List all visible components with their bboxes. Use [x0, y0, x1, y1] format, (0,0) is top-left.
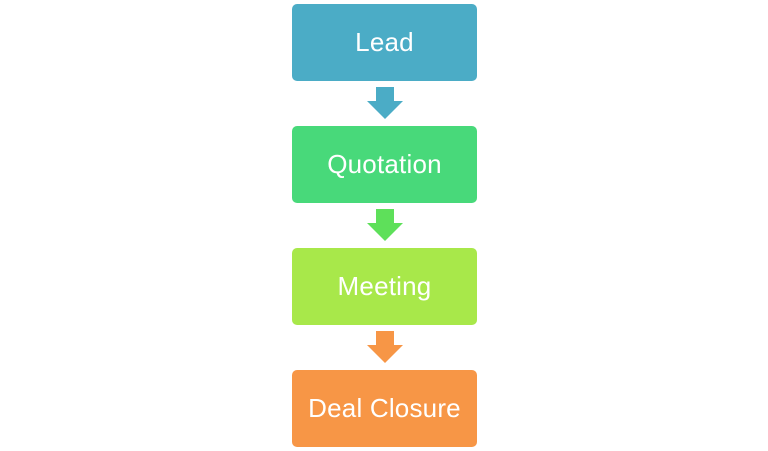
down-arrow-icon [367, 209, 403, 241]
step-lead-label: Lead [355, 27, 414, 57]
step-meeting: Meeting [292, 248, 477, 325]
step-quotation-label: Quotation [327, 149, 442, 179]
step-lead: Lead [292, 4, 477, 81]
down-arrow-icon [367, 87, 403, 119]
step-deal-closure-label: Deal Closure [308, 393, 461, 423]
step-deal-closure: Deal Closure [292, 370, 477, 447]
step-meeting-label: Meeting [337, 271, 432, 301]
step-quotation: Quotation [292, 126, 477, 203]
down-arrow-icon [367, 331, 403, 363]
